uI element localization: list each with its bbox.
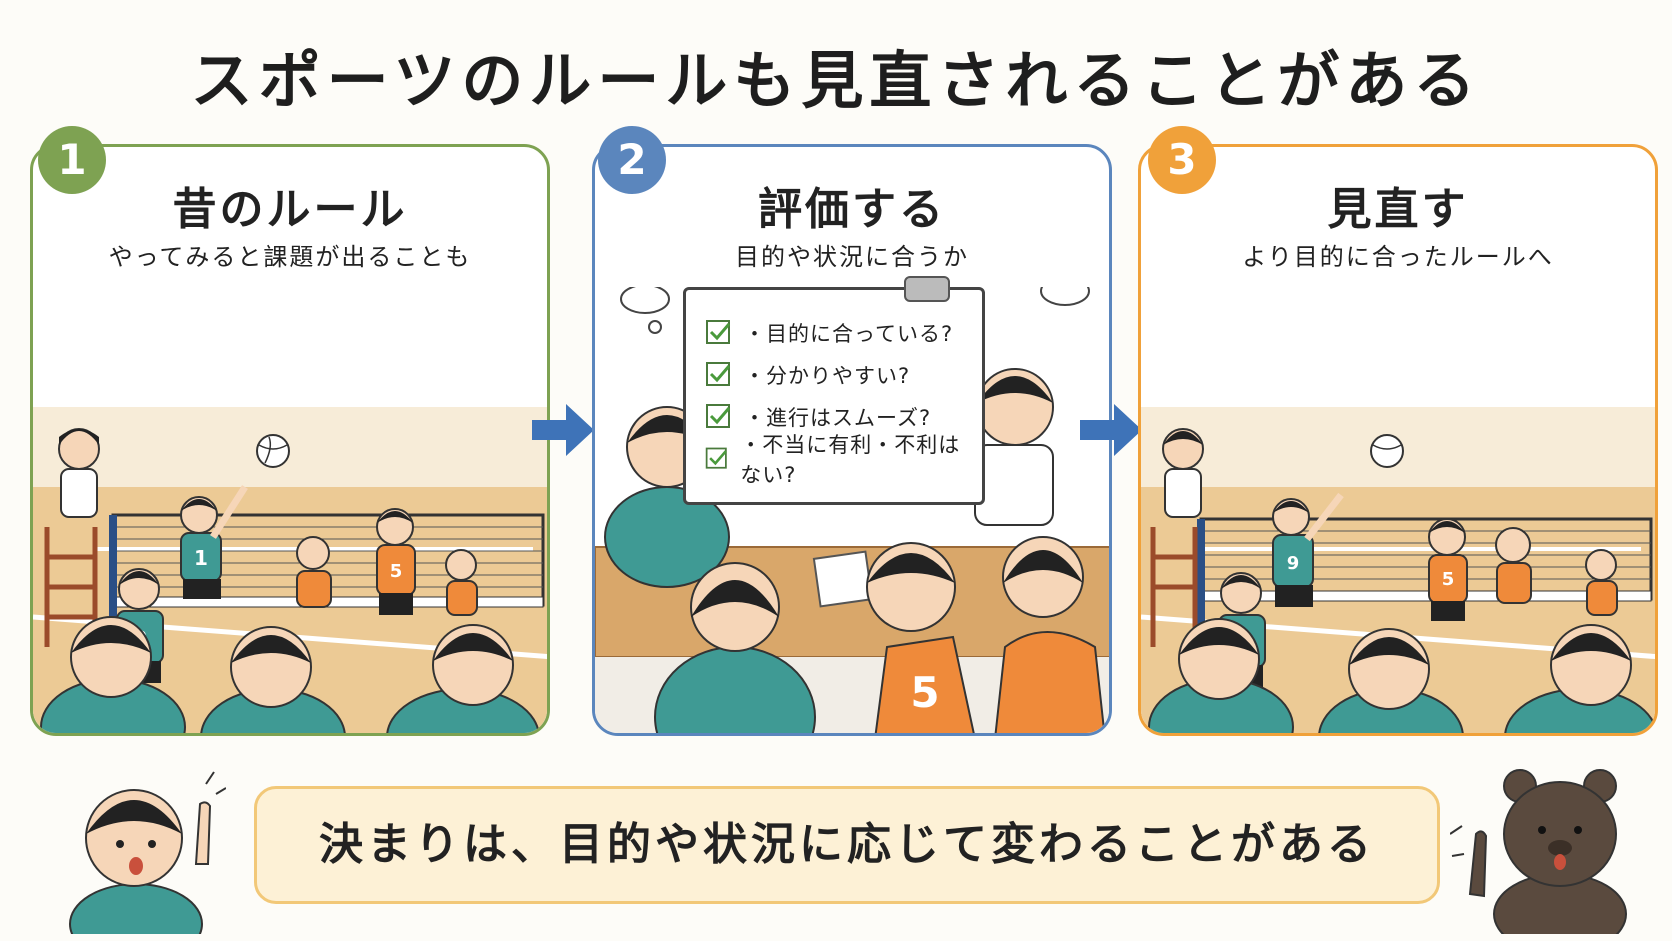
checklist-item: ・不当に有利・不利はない? bbox=[704, 433, 982, 487]
clipboard-clip bbox=[904, 276, 950, 302]
arrow-right-icon bbox=[532, 404, 594, 456]
referee-figure bbox=[58, 428, 100, 518]
step-badge-2: 2 bbox=[598, 126, 666, 194]
checklist-item: ・目的に合っている? bbox=[704, 312, 982, 354]
volleyball-ball bbox=[1370, 434, 1404, 468]
checklist-text: ・分かりやすい? bbox=[744, 364, 911, 388]
checkbox-checked-icon bbox=[706, 320, 731, 344]
referee-figure bbox=[1162, 428, 1204, 518]
checklist-item: ・進行はスムーズ? bbox=[704, 396, 982, 438]
key-message-box: 決まりは、目的や状況に応じて変わることがある bbox=[254, 786, 1440, 904]
jersey-number-9: 9 bbox=[1287, 553, 1300, 574]
boy-character-pointing bbox=[69, 771, 226, 934]
panel-title: 見直す bbox=[1327, 184, 1469, 235]
panel-old-rules: 昔のルール やってみると課題が出ることも bbox=[30, 144, 550, 736]
volleyball-scene-illustration: 1 2 5 bbox=[33, 407, 547, 733]
player-orange-5: 5 bbox=[376, 508, 416, 615]
checklist-text: ・目的に合っている? bbox=[744, 322, 954, 346]
checkbox-checked-icon bbox=[706, 404, 731, 428]
checklist-text: ・不当に有利・不利はない? bbox=[740, 433, 961, 487]
player-orange-right bbox=[445, 549, 478, 616]
jersey-number-5: 5 bbox=[1442, 569, 1455, 590]
checkbox-checked-icon bbox=[705, 447, 727, 469]
panel-revise: 見直す より目的に合ったルールへ bbox=[1138, 144, 1658, 736]
panel-subtitle: 目的や状況に合うか bbox=[735, 243, 969, 271]
step-badge-1: 1 bbox=[38, 126, 106, 194]
checklist-item: ・分かりやすい? bbox=[704, 354, 982, 396]
page-title: スポーツのルールも見直されることがある bbox=[190, 44, 1482, 117]
jersey-number-5: 5 bbox=[910, 668, 939, 717]
panel-title: 昔のルール bbox=[172, 184, 408, 235]
player-orange-right bbox=[1585, 549, 1618, 616]
panel-subtitle: やってみると課題が出ることも bbox=[108, 243, 472, 271]
checklist-text: ・進行はスムーズ? bbox=[744, 406, 932, 430]
spectator-children bbox=[1148, 618, 1655, 733]
player-teal-jumping: 1 bbox=[180, 485, 248, 599]
evaluation-checklist: ・目的に合っている? ・分かりやすい? ・進行はスムーズ? ・不当に有利・不利は… bbox=[683, 276, 985, 505]
checkbox-checked-icon bbox=[706, 362, 731, 386]
jersey-number-1: 1 bbox=[194, 546, 208, 570]
bear-character-pointing bbox=[1450, 769, 1627, 934]
meeting-illustration: 5 bbox=[595, 287, 1109, 733]
panel-title: 評価する bbox=[758, 184, 946, 235]
evaluation-scene: 5 ・目的に合っている? ・分かりやすい? ・進行はスムーズ? bbox=[595, 276, 1109, 733]
panel-evaluate: 評価する 目的や状況に合うか 5 bbox=[592, 144, 1112, 736]
player-orange-middle bbox=[1495, 527, 1532, 604]
player-orange-5: 5 bbox=[1428, 518, 1468, 621]
player-orange-left bbox=[296, 536, 332, 608]
volleyball-scene-illustration: 9 2 5 bbox=[1141, 407, 1655, 733]
panel-subtitle: より目的に合ったルールへ bbox=[1242, 243, 1554, 271]
jersey-number-5: 5 bbox=[390, 561, 403, 582]
step-badge-3: 3 bbox=[1148, 126, 1216, 194]
arrow-right-icon bbox=[1080, 404, 1142, 456]
volleyball-ball bbox=[256, 434, 290, 468]
player-teal-9: 9 bbox=[1272, 492, 1344, 607]
spectator-children bbox=[40, 616, 540, 733]
